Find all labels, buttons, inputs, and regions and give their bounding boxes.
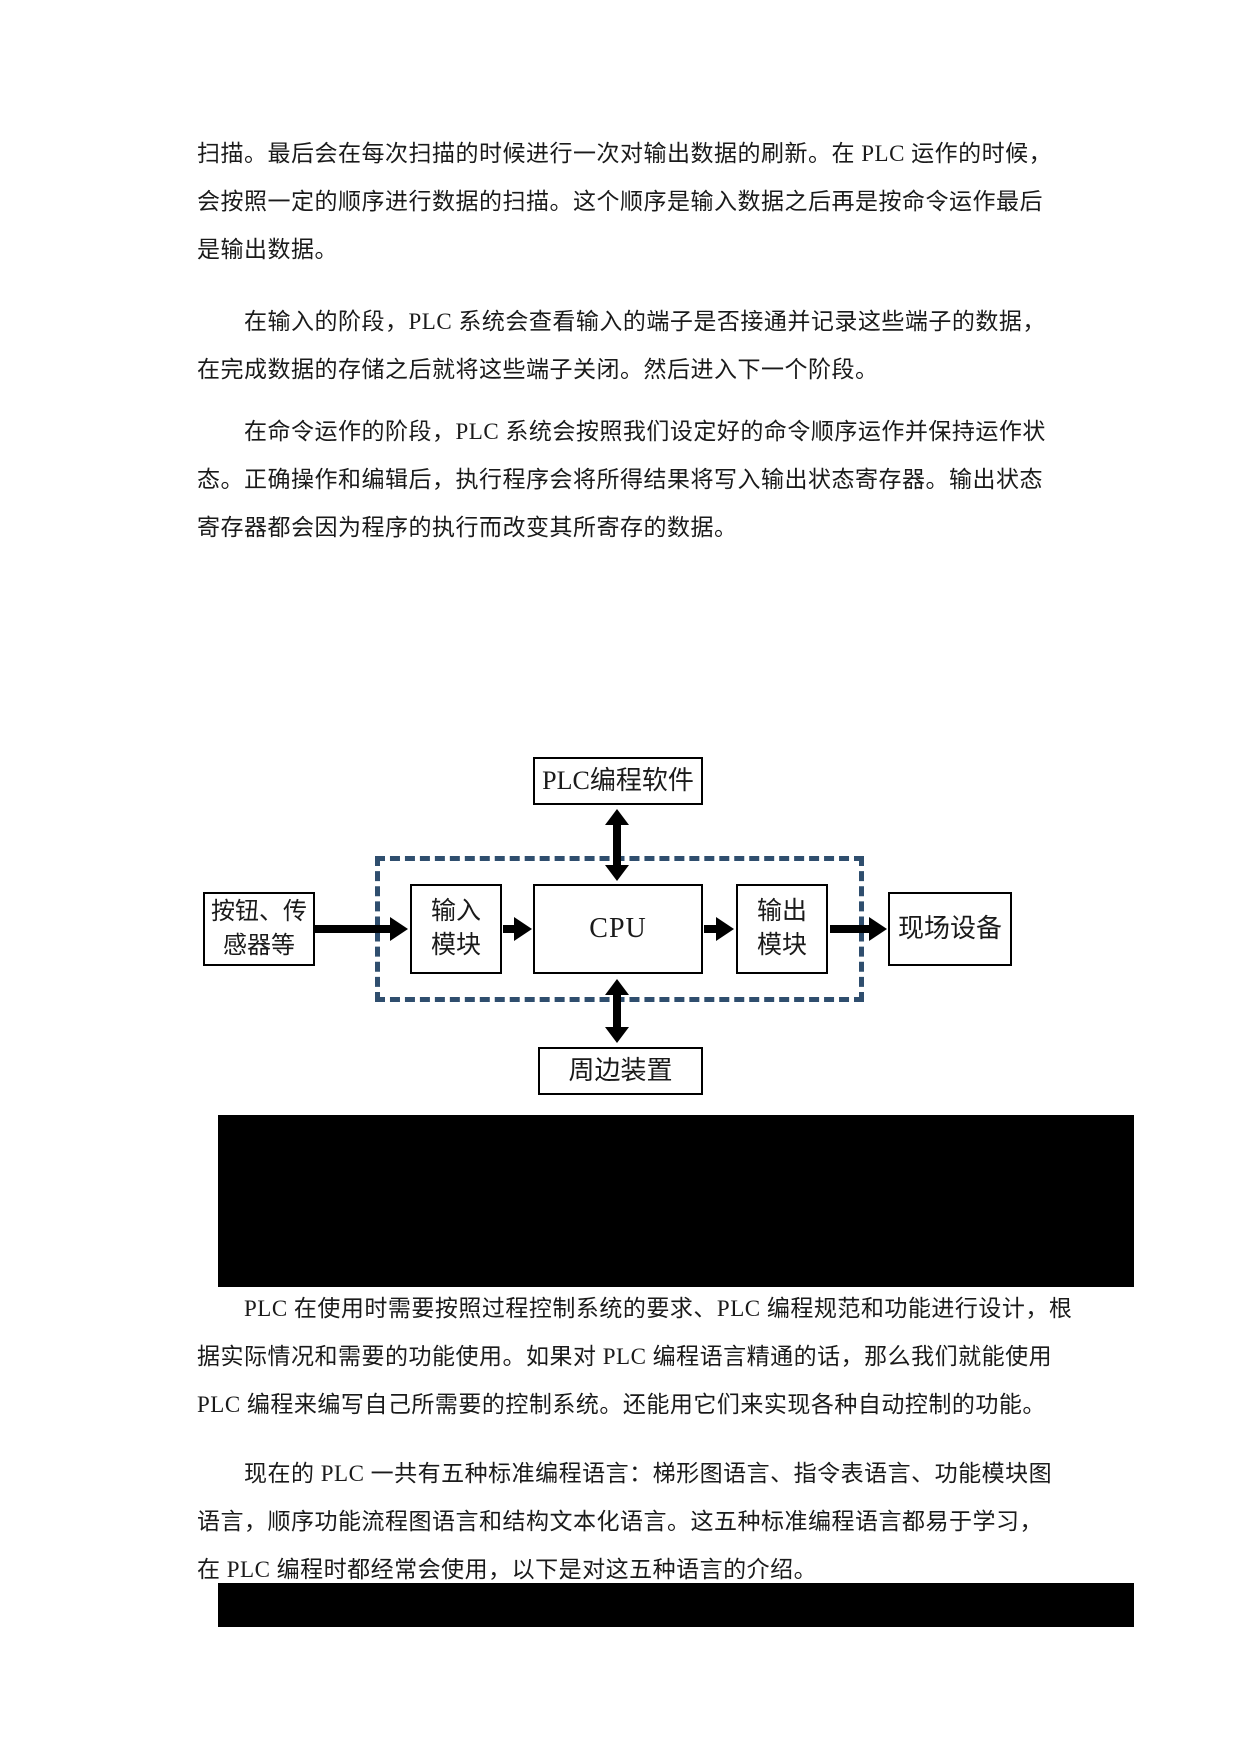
arrow-right-head-icon — [716, 917, 734, 941]
arrow-right-head-icon — [390, 917, 408, 941]
paragraph-line: 在输入的阶段，PLC 系统会查看输入的端子是否接通并记录这些端子的数据， — [244, 309, 1046, 334]
paragraph-line: PLC 编程来编写自己所需要的控制系统。还能用它们来实现各种自动控制的功能。 — [197, 1392, 1046, 1417]
arrow-shaft — [613, 822, 621, 868]
arrow-output-field — [830, 917, 887, 941]
paragraph-plc-design: PLC 在使用时需要按照过程控制系统的要求、PLC 编程规范和功能进行设计，根 … — [197, 1285, 1073, 1429]
arrow-right-head-icon — [514, 917, 532, 941]
output-module-label-line2: 模块 — [756, 932, 807, 959]
arrow-input-cpu — [503, 917, 532, 941]
peripheral-devices-label: 周边装置 — [568, 1056, 673, 1085]
arrow-shaft — [315, 925, 392, 933]
arrow-shaft — [830, 925, 871, 933]
input-module-box: 输入 模块 — [410, 884, 502, 974]
source-devices-label-line2: 感器等 — [223, 933, 295, 959]
field-devices-label: 现场设备 — [897, 914, 1002, 943]
arrow-software-cpu — [605, 809, 629, 881]
paragraph-input-stage: 在输入的阶段，PLC 系统会查看输入的端子是否接通并记录这些端子的数据， 在完成… — [197, 298, 1045, 394]
redacted-block-1 — [218, 1115, 1134, 1287]
arrow-shaft — [503, 925, 516, 933]
paragraph-command-stage: 在命令运作的阶段，PLC 系统会按照我们设定好的命令顺序运作并保持运作状 态。正… — [197, 408, 1045, 552]
arrow-shaft — [704, 925, 718, 933]
software-box-label: PLC编程软件 — [542, 766, 694, 795]
paragraph-line: 在命令运作的阶段，PLC 系统会按照我们设定好的命令顺序运作并保持运作状 — [244, 419, 1046, 444]
cpu-box: CPU — [533, 884, 703, 974]
arrow-down-head-icon — [605, 1027, 629, 1043]
paragraph-scan-order: 扫描。最后会在每次扫描的时候进行一次对输出数据的刷新。在 PLC 运作的时候， … — [197, 130, 1053, 274]
paragraph-line: 据实际情况和需要的功能使用。如果对 PLC 编程语言精通的话，那么我们就能使用 — [197, 1344, 1053, 1369]
cpu-label: CPU — [589, 913, 647, 944]
paragraph-line: PLC 在使用时需要按照过程控制系统的要求、PLC 编程规范和功能进行设计，根 — [244, 1296, 1073, 1321]
paragraph-five-languages: 现在的 PLC 一共有五种标准编程语言：梯形图语言、指令表语言、功能模块图 语言… — [197, 1450, 1053, 1594]
arrow-up-head-icon — [605, 979, 629, 995]
arrow-source-input — [315, 917, 408, 941]
source-devices-label-line1: 按钮、传 — [211, 899, 307, 925]
paragraph-line: 在完成数据的存储之后就将这些端子关闭。然后进入下一个阶段。 — [197, 357, 879, 382]
arrow-right-head-icon — [869, 917, 887, 941]
output-module-label-line1: 输出 — [756, 898, 807, 925]
peripheral-devices-box: 周边装置 — [538, 1047, 703, 1095]
field-devices-box: 现场设备 — [888, 892, 1012, 966]
arrow-cpu-output — [704, 917, 734, 941]
paragraph-line: 语言，顺序功能流程图语言和结构文本化语言。这五种标准编程语言都易于学习， — [197, 1509, 1043, 1534]
redacted-block-2 — [218, 1583, 1134, 1627]
input-module-label-line2: 模块 — [430, 932, 481, 959]
arrow-down-head-icon — [605, 865, 629, 881]
paragraph-line: 会按照一定的顺序进行数据的扫描。这个顺序是输入数据之后再是按命令运作最后 — [197, 189, 1043, 214]
input-module-label-line1: 输入 — [430, 898, 481, 925]
paragraph-line: 态。正确操作和编辑后，执行程序会将所得结果将写入输出状态寄存器。输出状态 — [197, 467, 1043, 492]
paragraph-line: 寄存器都会因为程序的执行而改变其所寄存的数据。 — [197, 515, 738, 540]
software-box: PLC编程软件 — [533, 757, 703, 805]
paragraph-line: 现在的 PLC 一共有五种标准编程语言：梯形图语言、指令表语言、功能模块图 — [244, 1461, 1053, 1486]
source-devices-box: 按钮、传 感器等 — [203, 892, 315, 966]
paragraph-line: 在 PLC 编程时都经常会使用，以下是对这五种语言的介绍。 — [197, 1557, 818, 1582]
paragraph-line: 是输出数据。 — [197, 237, 338, 262]
arrow-up-head-icon — [605, 809, 629, 825]
arrow-cpu-peripheral — [605, 979, 629, 1043]
output-module-box: 输出 模块 — [736, 884, 828, 974]
arrow-shaft — [613, 992, 621, 1030]
paragraph-line: 扫描。最后会在每次扫描的时候进行一次对输出数据的刷新。在 PLC 运作的时候， — [197, 141, 1053, 166]
